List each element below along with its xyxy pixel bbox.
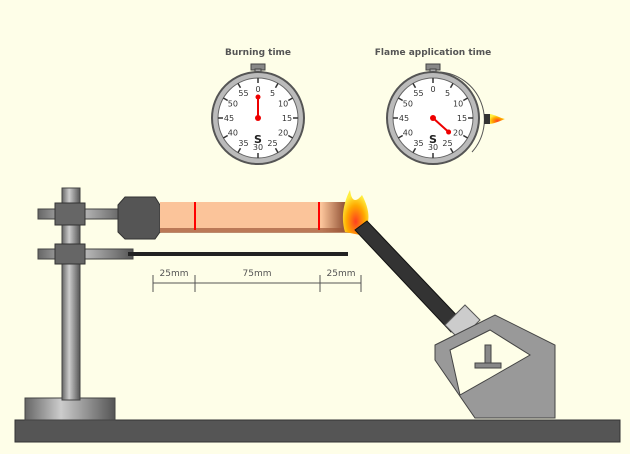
bunsen-burner <box>354 220 556 419</box>
dimension-right: 25mm <box>327 269 356 279</box>
dial-label: 30 <box>253 143 263 152</box>
unit-label: S <box>254 133 262 146</box>
dial-label: 50 <box>403 100 413 109</box>
specimen <box>160 202 350 232</box>
dial-label: 40 <box>403 129 413 138</box>
dial-label: 20 <box>278 129 288 138</box>
dial-label: 25 <box>442 139 452 148</box>
dial-label: 20 <box>453 129 463 138</box>
dial-label: 55 <box>413 89 423 98</box>
support-wire <box>128 252 348 256</box>
dial-label: 50 <box>228 100 238 109</box>
dial-label: 25 <box>267 139 277 148</box>
dial-label: 10 <box>278 100 288 109</box>
mark-line-25mm <box>194 202 196 230</box>
dial-label: 40 <box>228 129 238 138</box>
dial-label: 35 <box>238 139 248 148</box>
unit-label: S <box>429 133 437 146</box>
rotation-arrow-icon <box>439 71 485 153</box>
dial-label: 55 <box>238 89 248 98</box>
dial-label: 45 <box>399 114 409 123</box>
mark-line-100mm <box>318 202 320 230</box>
dial-label: 30 <box>428 143 438 152</box>
dial-label: 45 <box>224 114 234 123</box>
dial-label: 0 <box>255 85 260 94</box>
small-flame-icon <box>490 114 505 124</box>
dial-label: 35 <box>413 139 423 148</box>
flame-icon <box>342 190 369 235</box>
dial-label: 15 <box>282 114 292 123</box>
dial-label: 10 <box>453 100 463 109</box>
dimension-left: 25mm <box>160 269 189 279</box>
burning-time-title: Burning time <box>225 48 291 58</box>
dial-label: 5 <box>445 89 450 98</box>
flame-time-title: Flame application time <box>375 48 491 58</box>
second-hand <box>432 117 450 133</box>
retort-stand <box>24 187 348 421</box>
floor-plate <box>14 419 621 443</box>
dial-label: 5 <box>270 89 275 98</box>
dial-label: 15 <box>457 114 467 123</box>
dimension-middle: 75mm <box>243 269 272 279</box>
dial-label: 0 <box>430 85 435 94</box>
dimension-lines <box>152 275 362 292</box>
